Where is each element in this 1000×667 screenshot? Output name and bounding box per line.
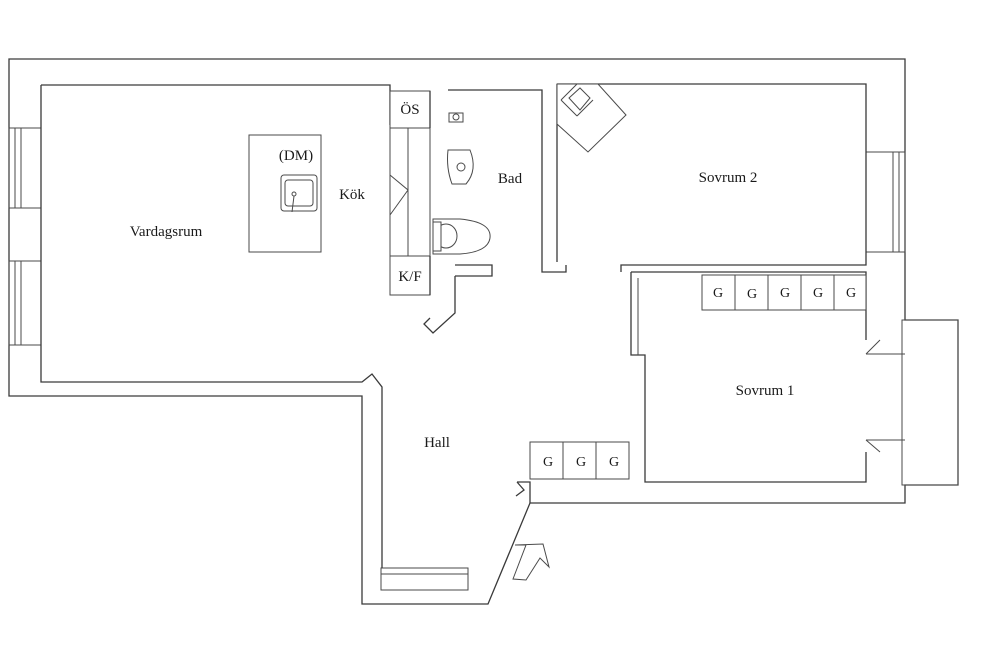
living-room-walls xyxy=(40,84,391,568)
window-left-lower xyxy=(8,260,42,346)
wardrobe-label: G xyxy=(609,455,619,470)
room-label-kok: Kök xyxy=(339,187,365,203)
tiled-stove xyxy=(556,83,627,153)
kitchen-counter xyxy=(389,90,456,334)
room-label-sovrum1: Sovrum 1 xyxy=(736,383,795,399)
wardrobe-label: G xyxy=(846,286,856,301)
fridge-freezer-label: K/F xyxy=(398,269,421,285)
wardrobe-label: G xyxy=(780,286,790,301)
hall-entrance-wall xyxy=(515,481,531,503)
wardrobes-bedroom1 xyxy=(701,274,867,311)
wardrobe-label: G xyxy=(813,286,823,301)
outer-wall xyxy=(8,58,959,605)
dishwasher-label: (DM) xyxy=(279,148,313,164)
entrance-arrow-icon xyxy=(512,543,550,581)
bedroom1-walls xyxy=(630,271,867,483)
wardrobe-label: G xyxy=(576,455,586,470)
room-label-vardagsrum: Vardagsrum xyxy=(130,224,203,240)
window-sovrum2 xyxy=(865,151,906,253)
room-label-hall: Hall xyxy=(424,435,450,451)
wardrobe-label: G xyxy=(747,287,757,302)
window-left-upper xyxy=(8,127,42,209)
bathroom-fixtures xyxy=(432,112,491,255)
window-sovrum1 xyxy=(865,339,905,453)
room-label-bad: Bad xyxy=(498,171,523,187)
kitchen-island xyxy=(248,134,322,253)
bathroom-walls xyxy=(448,89,567,277)
window-hall xyxy=(380,567,469,591)
wardrobe-label: G xyxy=(543,455,553,470)
balcony xyxy=(901,319,959,486)
room-label-sovrum2: Sovrum 2 xyxy=(699,170,758,186)
wardrobe-label: G xyxy=(713,286,723,301)
oven-stove-label: ÖS xyxy=(400,101,419,118)
wardrobes-hall xyxy=(529,441,630,480)
